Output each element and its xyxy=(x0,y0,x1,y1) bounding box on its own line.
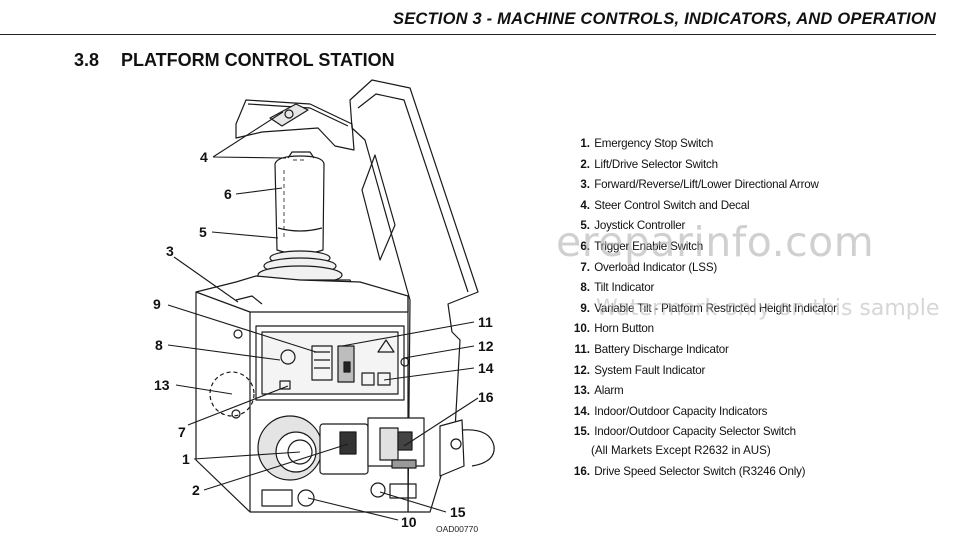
joystick-handle xyxy=(274,155,325,255)
header-rule xyxy=(0,34,936,35)
section-header: SECTION 3 - MACHINE CONTROLS, INDICATORS… xyxy=(393,10,936,28)
callout-11: 11 xyxy=(478,314,493,330)
legend-item: 10. Horn Button xyxy=(573,322,654,336)
legend-item: 7. Overload Indicator (LSS) xyxy=(580,260,718,274)
section-title: PLATFORM CONTROL STATION xyxy=(121,50,395,70)
legend-item: 5. Joystick Controller xyxy=(580,219,686,233)
legend-item: 9. Variable Tilt - Platform Restricted H… xyxy=(580,301,837,315)
rear-guard-panel xyxy=(349,79,479,513)
callout-7: 7 xyxy=(178,424,186,440)
legend-item: 11. Battery Discharge Indicator xyxy=(574,342,729,356)
capacity-selector xyxy=(370,482,386,498)
callout-14: 14 xyxy=(478,360,494,376)
legend-item: 3. Forward/Reverse/Lift/Lower Directiona… xyxy=(580,178,819,192)
legend-item: 1. Emergency Stop Switch xyxy=(580,137,714,150)
legend-item: 16. Drive Speed Selector Switch (R3246 O… xyxy=(573,465,806,479)
callout-1: 1 xyxy=(182,451,190,467)
legend-item: 14. Indoor/Outdoor Capacity Indicators xyxy=(573,404,768,418)
legend-item: 2. Lift/Drive Selector Switch xyxy=(580,157,718,171)
callout-2: 2 xyxy=(192,482,200,498)
callout-15: 15 xyxy=(450,504,466,520)
side-connector xyxy=(439,419,465,477)
lift-drive-switch xyxy=(339,431,357,455)
callout-16: 16 xyxy=(478,389,494,405)
page-title: 3.8 PLATFORM CONTROL STATION xyxy=(74,50,395,71)
figure-code: OAD00770 xyxy=(436,524,478,534)
drive-speed-switch xyxy=(397,431,413,451)
steer-switch xyxy=(269,103,309,127)
callout-8: 8 xyxy=(155,337,163,353)
legend-item: 13. Alarm xyxy=(573,384,624,398)
section-number: 3.8 xyxy=(74,50,100,70)
callout-3: 3 xyxy=(166,243,174,259)
top-bracket xyxy=(235,99,355,151)
callout-9: 9 xyxy=(153,296,161,312)
callout-6: 6 xyxy=(224,186,232,202)
legend-item: 8. Tilt Indicator xyxy=(580,281,655,295)
legend-item: 12. System Fault Indicator xyxy=(573,363,706,377)
callout-12: 12 xyxy=(478,338,494,354)
legend-item: 4. Steer Control Switch and Decal xyxy=(580,198,750,212)
callout-13: 13 xyxy=(154,377,170,393)
component-legend: 1. Emergency Stop Switch 2. Lift/Drive S… xyxy=(566,136,966,485)
alarm-outline xyxy=(209,371,255,417)
callout-4: 4 xyxy=(200,149,208,165)
callout-10: 10 xyxy=(401,514,417,530)
legend-item: 6. Trigger Enable Switch xyxy=(580,239,704,253)
guard-window xyxy=(361,154,396,261)
horn-button xyxy=(297,489,315,507)
callout-5: 5 xyxy=(199,224,207,240)
legend-item: 15. Indoor/Outdoor Capacity Selector Swi… xyxy=(573,425,796,458)
